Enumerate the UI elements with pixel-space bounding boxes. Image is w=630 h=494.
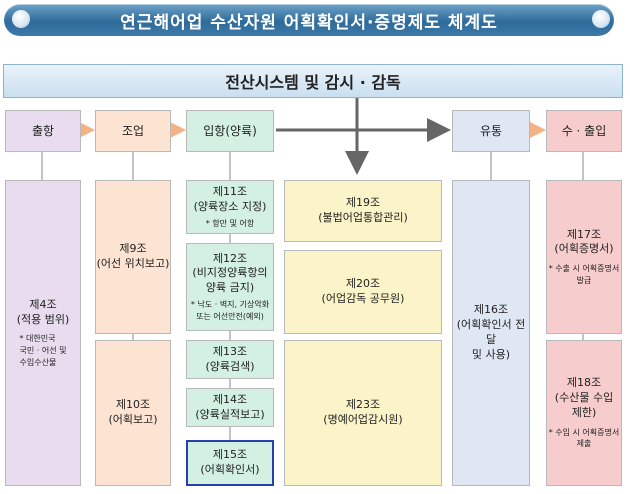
stage-distribution: 유통: [452, 110, 530, 152]
article-13-box: 제13조 (양륙검색): [186, 340, 274, 379]
stage-fishing: 조업: [95, 110, 171, 152]
diagram-title: 연근해어업 수산자원 어획확인서·증명제도 체계도: [4, 4, 614, 36]
stage-departure: 출항: [5, 110, 81, 152]
article-12-box: 제12조 (비지정양륙항의 양륙 금지) * 낙도 · 벽지, 기상악화 또는 …: [186, 243, 274, 331]
article-9-box: 제9조 (어선 위치보고): [95, 180, 171, 334]
article-20-box: 제20조 (어업감독 공무원): [284, 250, 442, 334]
article-11-box: 제11조 (양륙장소 지정) * 항만 및 어항: [186, 180, 274, 234]
system-monitoring-bar: 전산시스템 및 감시 · 감독: [3, 64, 623, 98]
stage-landing: 입항(양륙): [186, 110, 274, 152]
stage-import-export: 수 · 출입: [546, 110, 622, 152]
article-15-box: 제15조 (어획확인서): [186, 440, 274, 486]
article-19-box: 제19조 (불법어업통합관리): [284, 180, 442, 242]
article-4-box: 제4조 (적용 범위) * 대한민국 국민 · 어선 및 수입수산물: [5, 180, 81, 486]
article-10-box: 제10조 (어획보고): [95, 340, 171, 486]
article-17-box: 제17조 (어획증명서) * 수출 시 어획증명서 발급: [546, 180, 622, 334]
article-23-box: 제23조 (명예어업감시원): [284, 340, 442, 486]
title-left-knob: [12, 10, 30, 28]
article-14-box: 제14조 (양륙실적보고): [186, 388, 274, 427]
title-right-knob: [592, 10, 610, 28]
article-16-box: 제16조 (어획확인서 전달 및 사용): [452, 180, 530, 486]
article-18-box: 제18조 (수산물 수입 제한) * 수입 시 어획증명서 제출: [546, 340, 622, 486]
system-monitoring-label: 전산시스템 및 감시 · 감독: [225, 73, 401, 92]
diagram-title-text: 연근해어업 수산자원 어획확인서·증명제도 체계도: [120, 12, 498, 33]
